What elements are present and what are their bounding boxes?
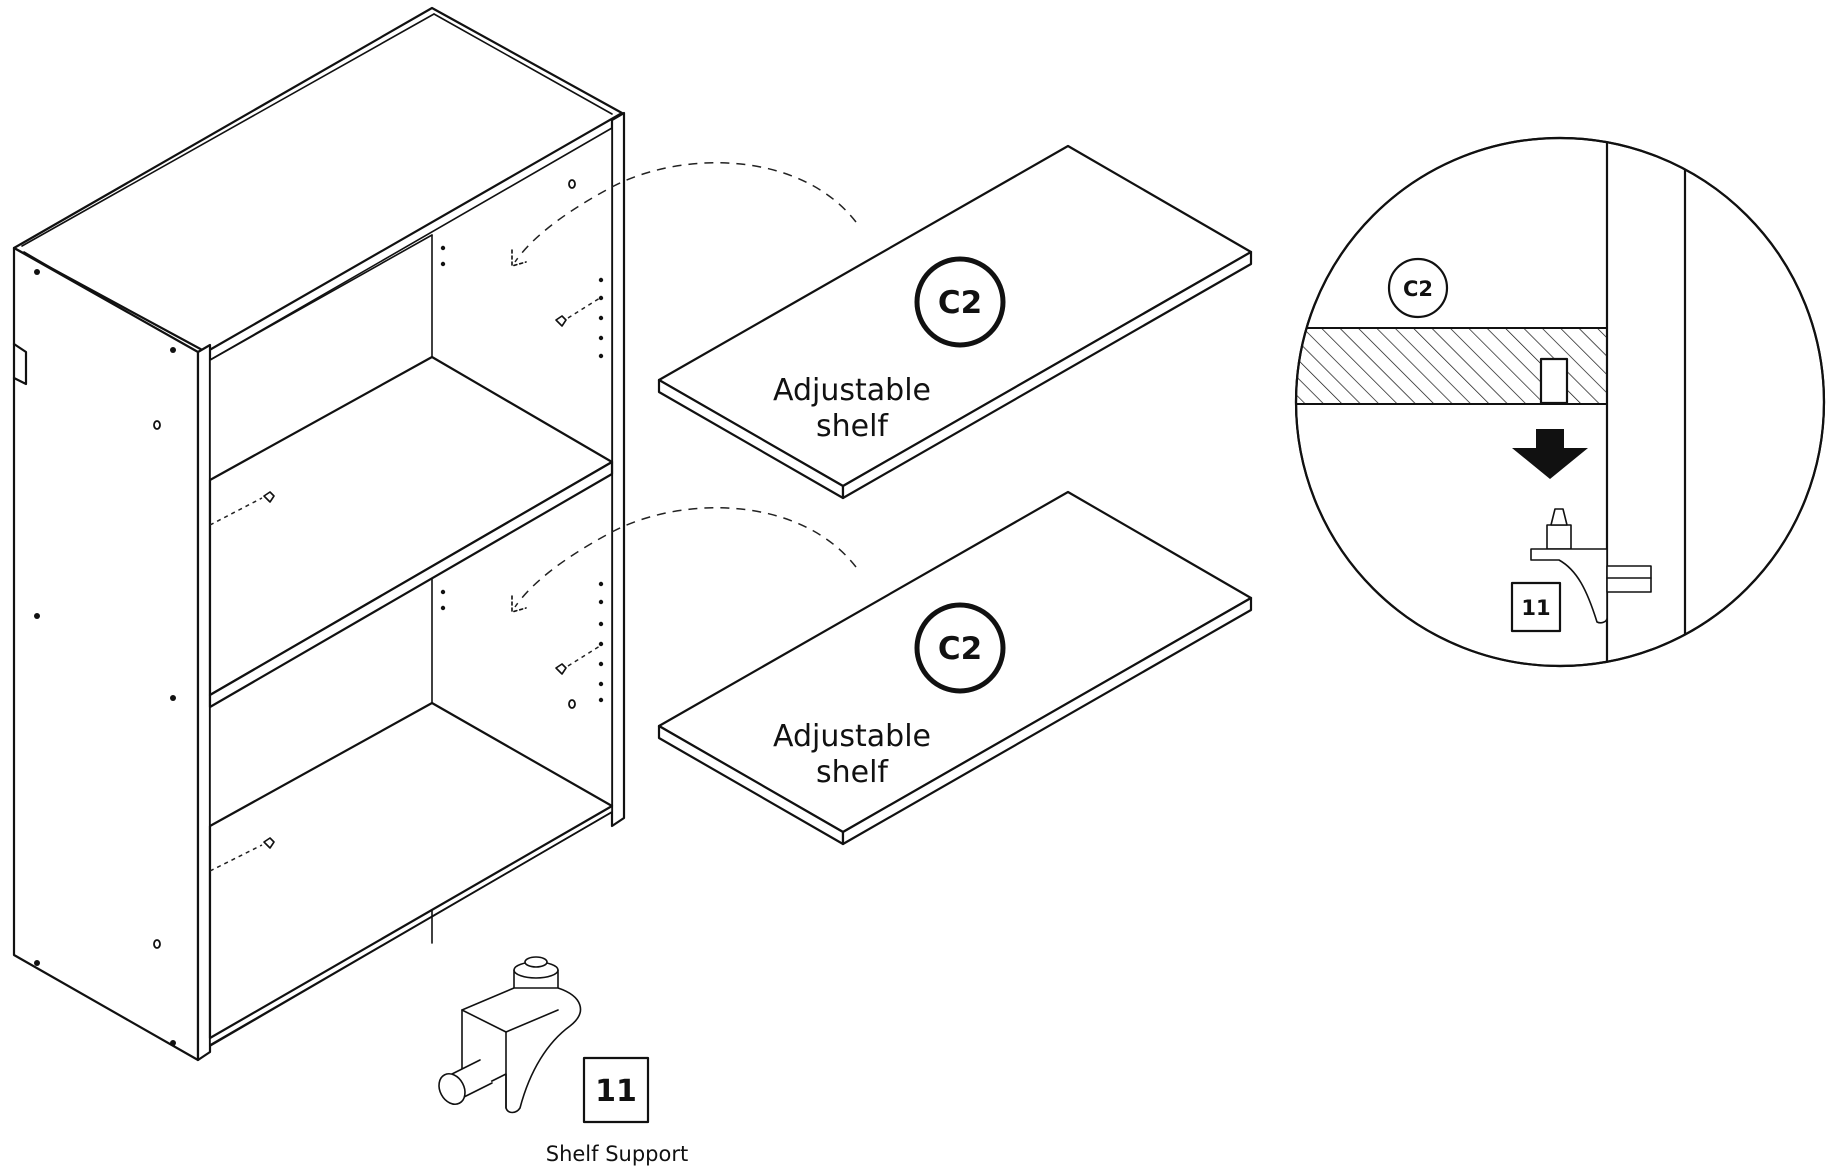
insertion-path-bottom — [514, 507, 857, 608]
bookcase-icon — [12, 6, 626, 1062]
shelf-bottom-badge: C2 — [938, 631, 982, 667]
detail-view: C2 11 — [1294, 136, 1826, 668]
detail-badge: C2 — [1403, 277, 1433, 301]
shelf-top-badge: C2 — [938, 285, 982, 321]
hardware-part-number: 11 — [595, 1074, 637, 1109]
shelf-support-pin-icon — [1530, 508, 1652, 624]
hardware-caption: Shelf Support — [546, 1142, 688, 1166]
insertion-path-top — [514, 162, 857, 263]
hardware-shelf-support: 11 Shelf Support — [438, 956, 688, 1166]
shelf-bottom-label-line1: Adjustable — [773, 719, 931, 754]
adjustable-shelf-bottom: C2 Adjustable shelf — [657, 490, 1253, 846]
detail-part-number: 11 — [1521, 596, 1550, 620]
shelf-support-hardware-icon — [438, 956, 582, 1114]
shelf-bottom-label-line2: shelf — [816, 755, 889, 790]
shelf-top-label-line2: shelf — [816, 409, 889, 444]
down-arrow-icon — [1512, 429, 1588, 479]
shelf-top-label-line1: Adjustable — [773, 373, 931, 408]
adjustable-shelf-top: C2 Adjustable shelf — [657, 144, 1253, 500]
